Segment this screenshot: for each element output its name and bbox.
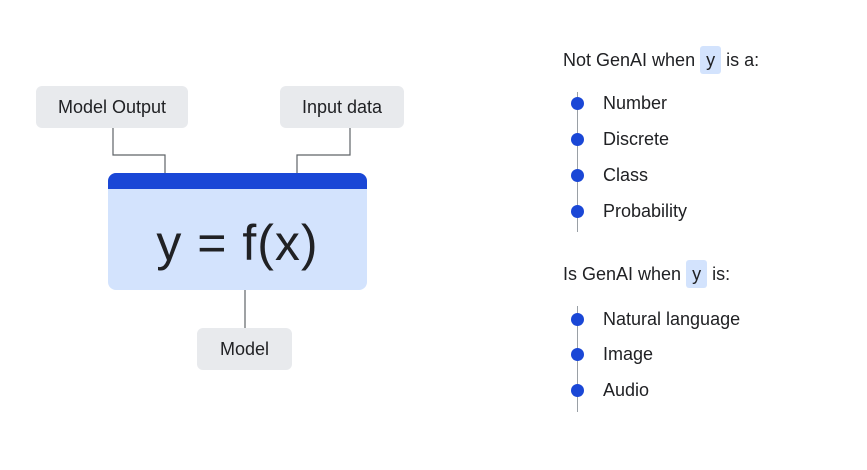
not-genai-item-number: Number	[603, 93, 668, 113]
function-equation: y = f(x)	[156, 215, 319, 271]
function-box: y = f(x)	[108, 173, 367, 290]
bullet-dot	[571, 97, 584, 110]
is-genai-item-natural-language: Natural language	[603, 309, 741, 329]
input-data-label: Input data	[280, 86, 404, 128]
not-genai-variable-chip: y	[700, 46, 722, 74]
function-box-header-bar	[108, 173, 367, 189]
bullet-dot	[571, 384, 584, 397]
is-genai-item-audio: Audio	[603, 380, 650, 400]
is-genai-item-image: Image	[603, 344, 654, 364]
not-genai-timeline	[577, 92, 578, 232]
not-genai-heading: Not GenAI when y is a:	[563, 44, 759, 76]
bullet-dot	[571, 313, 584, 326]
bullet-dot	[571, 348, 584, 361]
bullet-dot	[571, 205, 584, 218]
model-label: Model	[197, 328, 292, 370]
is-genai-heading: Is GenAI when y is:	[563, 258, 730, 290]
not-genai-prefix: Not GenAI when	[563, 49, 696, 70]
not-genai-item-probability: Probability	[603, 201, 688, 221]
is-genai-suffix: is:	[712, 263, 731, 284]
bullet-dot	[571, 169, 584, 182]
not-genai-suffix: is a:	[726, 49, 760, 70]
not-genai-item-class: Class	[603, 165, 649, 185]
bullet-dot	[571, 133, 584, 146]
is-genai-prefix: Is GenAI when	[563, 263, 682, 284]
is-genai-variable-chip: y	[686, 260, 708, 288]
model-output-label: Model Output	[36, 86, 188, 128]
not-genai-item-discrete: Discrete	[603, 129, 670, 149]
